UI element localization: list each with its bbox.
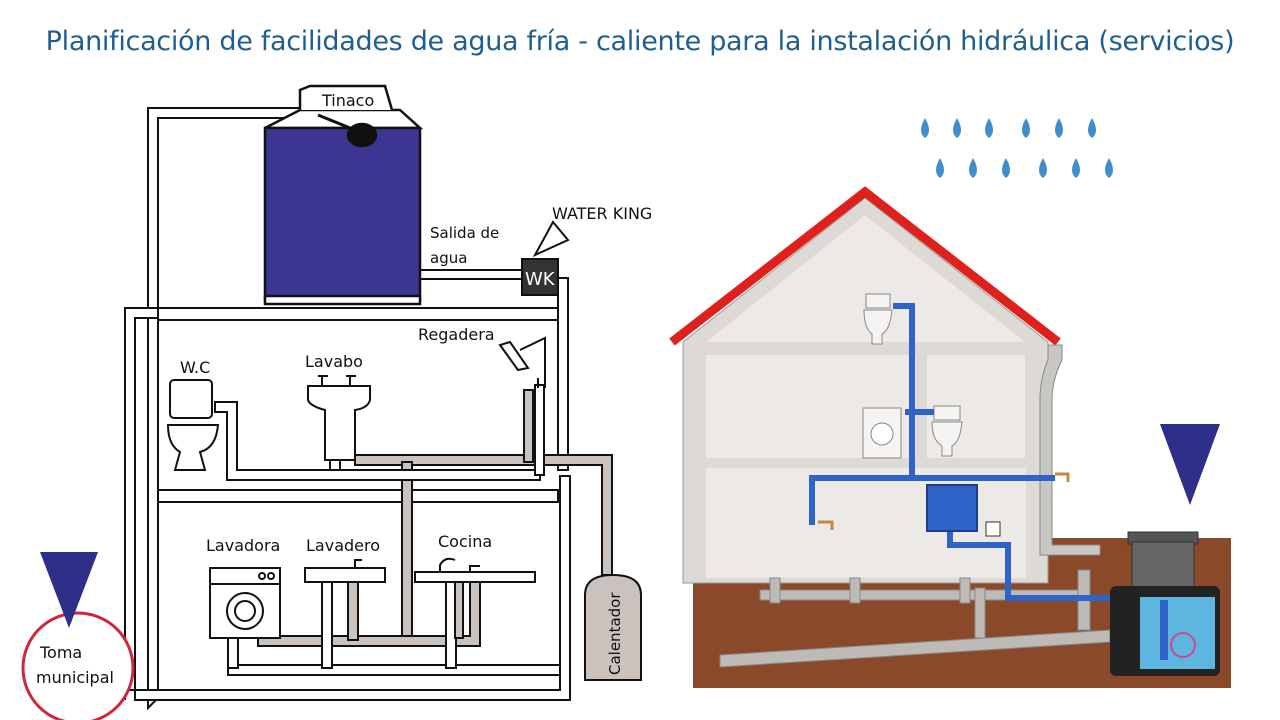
toma-label-line2: municipal <box>36 668 114 687</box>
faucet-left-icon <box>818 520 834 530</box>
washing-machine-icon <box>209 567 281 639</box>
rain-drop-icon <box>1088 118 1096 138</box>
water-king-device: WK <box>521 220 570 296</box>
toma-municipal-marker <box>21 552 135 720</box>
hot-riser-pipe <box>401 461 413 643</box>
regadera-label: Regadera <box>418 325 495 344</box>
rain-drop-icon <box>1039 158 1047 178</box>
bottom-cold-loop <box>134 475 571 701</box>
hot-shower-pipe <box>523 389 534 463</box>
rain-drop-icon <box>1105 158 1113 178</box>
toilet-icon <box>166 379 220 471</box>
tinaco-tank <box>263 84 424 306</box>
rain-drop-icon <box>1072 158 1080 178</box>
water-heater-icon <box>584 573 642 681</box>
cistern-marker-arrow-icon <box>1160 424 1220 505</box>
shower-head-icon <box>498 336 546 388</box>
wk-label: WK <box>525 269 556 290</box>
downspout-pipe <box>1039 344 1101 556</box>
roof <box>669 186 1061 346</box>
middle-slab <box>157 489 559 503</box>
lavabo-label: Lavabo <box>305 352 363 371</box>
tank-base <box>263 294 422 306</box>
rain-drop-icon <box>1002 158 1010 178</box>
wk-pointer-icon <box>532 220 570 258</box>
laundry-sink-icon <box>304 559 386 583</box>
wc-cold-pipe <box>214 401 541 481</box>
electrical-outlet-icon <box>985 521 1001 537</box>
middle-toilet-icon <box>933 405 961 421</box>
lavadero-cold-drop <box>321 569 333 669</box>
lavadero-label: Lavadero <box>306 536 380 555</box>
tinaco-label: Tinaco <box>321 91 374 110</box>
toma-label-line1: Toma <box>39 643 82 662</box>
toma-arrow-icon <box>40 552 98 628</box>
rain-drop-icon <box>953 118 961 138</box>
kitchen-sink-icon <box>414 557 536 583</box>
wk-down-pipe <box>552 277 569 471</box>
calentador-label: Calentador <box>606 592 624 675</box>
rain-drop-icon <box>1055 118 1063 138</box>
water-king-label: WATER KING <box>552 204 652 223</box>
wk-box <box>521 258 559 296</box>
salida-label-line1: Salida de <box>430 224 499 242</box>
rain-drop-icon <box>936 158 944 178</box>
wc-label: W.C <box>180 358 210 377</box>
shower-cold-pipe <box>534 384 545 476</box>
rain-drops <box>921 118 1113 178</box>
blue-water-pipes <box>809 303 1112 601</box>
cistern <box>1110 531 1220 676</box>
house-fixtures <box>862 293 963 459</box>
salida-pipe <box>417 269 529 280</box>
rain-drop-icon <box>985 118 993 138</box>
cocina-hot-drop <box>454 577 464 639</box>
cocina-label: Cocina <box>438 532 492 551</box>
sink-icon <box>307 375 371 461</box>
rain-drop-icon <box>969 158 977 178</box>
faucet-right-icon <box>1055 472 1070 482</box>
pump-unit <box>926 484 978 532</box>
toma-circle <box>21 611 135 720</box>
cistern-water <box>1140 597 1215 669</box>
upper-toilet-icon <box>865 293 891 309</box>
lower-cold-pipe <box>227 664 561 676</box>
lavadora-label: Lavadora <box>206 536 280 555</box>
pump-circle-icon <box>1170 632 1196 658</box>
tank-body <box>263 126 422 302</box>
roof-slab <box>157 307 561 321</box>
rain-drop-icon <box>921 118 929 138</box>
rain-drop-icon <box>1022 118 1030 138</box>
diagram-title: Planificación de facilidades de agua frí… <box>45 26 1235 57</box>
attic-room <box>706 215 1025 342</box>
salida-label-line2: agua <box>430 249 467 267</box>
